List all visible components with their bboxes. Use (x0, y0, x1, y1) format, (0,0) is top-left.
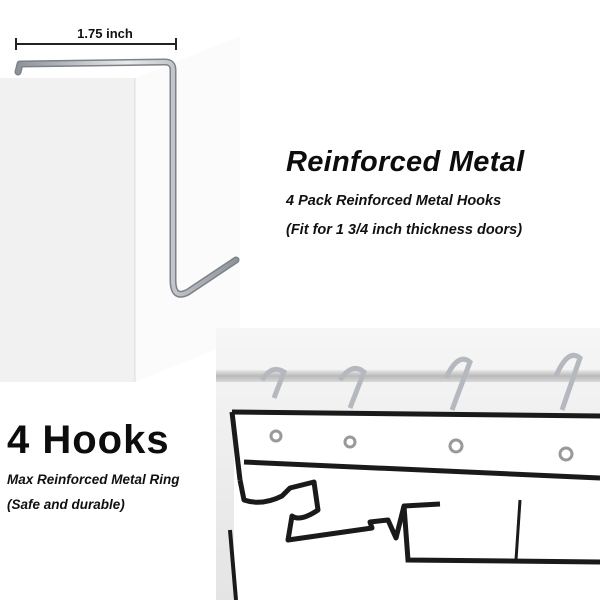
hook-2-icon (337, 365, 367, 409)
grommet-icon (558, 446, 574, 462)
hook-3-icon (443, 356, 473, 411)
s-hook-icon (14, 58, 240, 298)
feature-metal-subtitle: 4 Pack Reinforced Metal Hooks (286, 193, 502, 209)
grommet-icon (343, 435, 357, 449)
feature-hooks-title: 4 Hooks (7, 418, 170, 462)
hooks-photo (216, 328, 600, 600)
feature-hooks-subtitle: Max Reinforced Metal Ring (7, 472, 180, 487)
feature-metal-title: Reinforced Metal (286, 146, 525, 178)
hook-1-icon (259, 366, 288, 399)
dimension-line (15, 38, 177, 50)
hook-4-icon (553, 352, 583, 411)
feature-metal-note: (Fit for 1 3/4 inch thickness doors) (286, 222, 523, 238)
grommet-icon (448, 438, 464, 454)
feature-hooks-note: (Safe and durable) (7, 497, 125, 512)
hanging-organizer-icon (228, 409, 600, 600)
dimension-label: 1.75 inch (77, 26, 133, 41)
door-block-icon (0, 36, 240, 382)
grommet-icon (269, 429, 283, 443)
